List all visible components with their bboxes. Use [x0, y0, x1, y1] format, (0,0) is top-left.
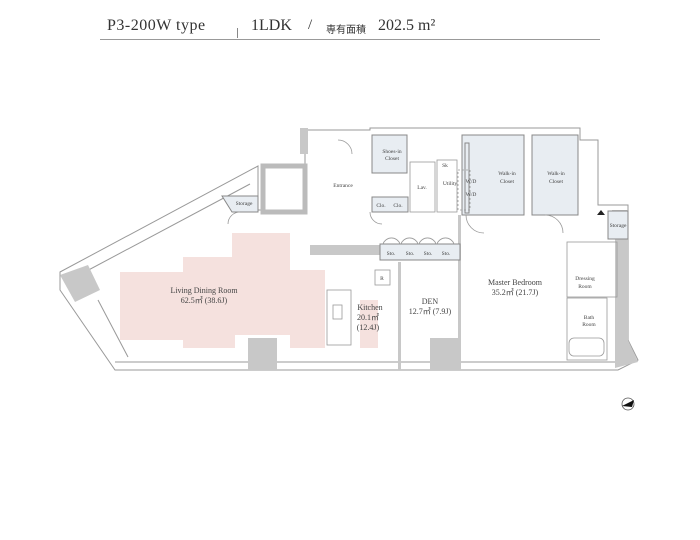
window-line [65, 183, 251, 283]
storage-label: Storage [236, 201, 253, 207]
master-area: 35.2㎡ (21.7J) [492, 288, 539, 297]
bath-room [566, 297, 608, 361]
storage-row [379, 243, 461, 261]
lavatory [409, 161, 436, 213]
area-label: 専有面積 [326, 25, 366, 36]
bath-label-2: Room [582, 322, 596, 328]
master-label: Master Bedroom [488, 278, 543, 287]
plan-type: P3-200W type [107, 17, 206, 34]
walk-in-closet-a [461, 134, 525, 216]
wic-b-label-1: Walk-in [547, 171, 565, 177]
den-area: 12.7㎡ (7.9J) [409, 307, 452, 316]
walk-in-closet-b [531, 134, 579, 216]
header-divider [237, 28, 238, 38]
plan-layout: 1LDK [251, 17, 292, 34]
sto-label: Sto. [424, 251, 433, 257]
lav-label: Lav. [417, 185, 427, 191]
kitchen-wall [310, 245, 385, 255]
living-dining-area [120, 233, 325, 348]
door-swings [227, 139, 564, 245]
utility-label: Utility [443, 181, 458, 187]
wd-label-2: W/D [466, 192, 477, 198]
dressing-label-1: Dressing [575, 276, 595, 282]
clo-closet [371, 196, 409, 213]
pipe-marker [597, 210, 605, 215]
dressing-room [566, 241, 618, 298]
ldr-label: Living Dining Room [170, 286, 238, 295]
washer-dryer [457, 169, 471, 211]
sto-label: Sto. [442, 251, 451, 257]
wall-stub [300, 128, 308, 154]
right-wall [612, 210, 638, 368]
entrance-label: Entrance [333, 183, 353, 189]
kitchen-j: (12.4J) [357, 323, 380, 332]
sk-label: Sk [442, 163, 448, 169]
den-label: DEN [422, 297, 439, 306]
fridge-label: R [380, 276, 384, 282]
ldr-area: 62.5㎡ (38.6J) [181, 296, 228, 305]
column [248, 338, 277, 370]
area-value: 202.5 [378, 17, 414, 34]
dressing-label-2: Room [578, 284, 592, 290]
shoes-label-1: Shoes-in [382, 149, 402, 155]
kitchen-area-text: 20.1㎡ [357, 313, 379, 322]
fridge-space [374, 269, 391, 286]
compass-icon [621, 397, 635, 411]
storage-closet-right [607, 210, 629, 240]
kitchen-island [326, 289, 352, 346]
area-unit: m² [418, 17, 436, 34]
shoes-closet [371, 134, 408, 174]
column [430, 338, 460, 370]
den-wall [398, 262, 401, 370]
clo-label-2: Clo. [393, 203, 403, 209]
stove [332, 304, 343, 320]
kitchen-label: Kitchen [357, 303, 382, 312]
storage-right-label: Storage [610, 223, 627, 229]
bathtub [568, 337, 605, 357]
clo-label-1: Clo. [376, 203, 386, 209]
utility-room [436, 159, 458, 213]
bath-label-1: Bath [584, 315, 595, 321]
wic-a-label-1: Walk-in [498, 171, 516, 177]
bedroom-wall [458, 215, 461, 370]
kitchen-area [360, 300, 378, 348]
sto-label: Sto. [406, 251, 415, 257]
wd-label-1: W/D [466, 179, 477, 185]
shaft [260, 163, 308, 215]
wd-unit [464, 142, 470, 214]
plan-header: P3-200W type 1LDK / 専有面積 202.5 m² [100, 14, 600, 40]
walls [60, 128, 638, 370]
window-line [97, 299, 129, 358]
column [60, 265, 100, 302]
storage-closet [221, 195, 259, 213]
header-slash: / [308, 17, 313, 33]
wic-b-label-2: Closet [549, 179, 564, 185]
wic-a-label-2: Closet [500, 179, 515, 185]
shoes-label-2: Closet [385, 156, 400, 162]
sto-label: Sto. [387, 251, 396, 257]
